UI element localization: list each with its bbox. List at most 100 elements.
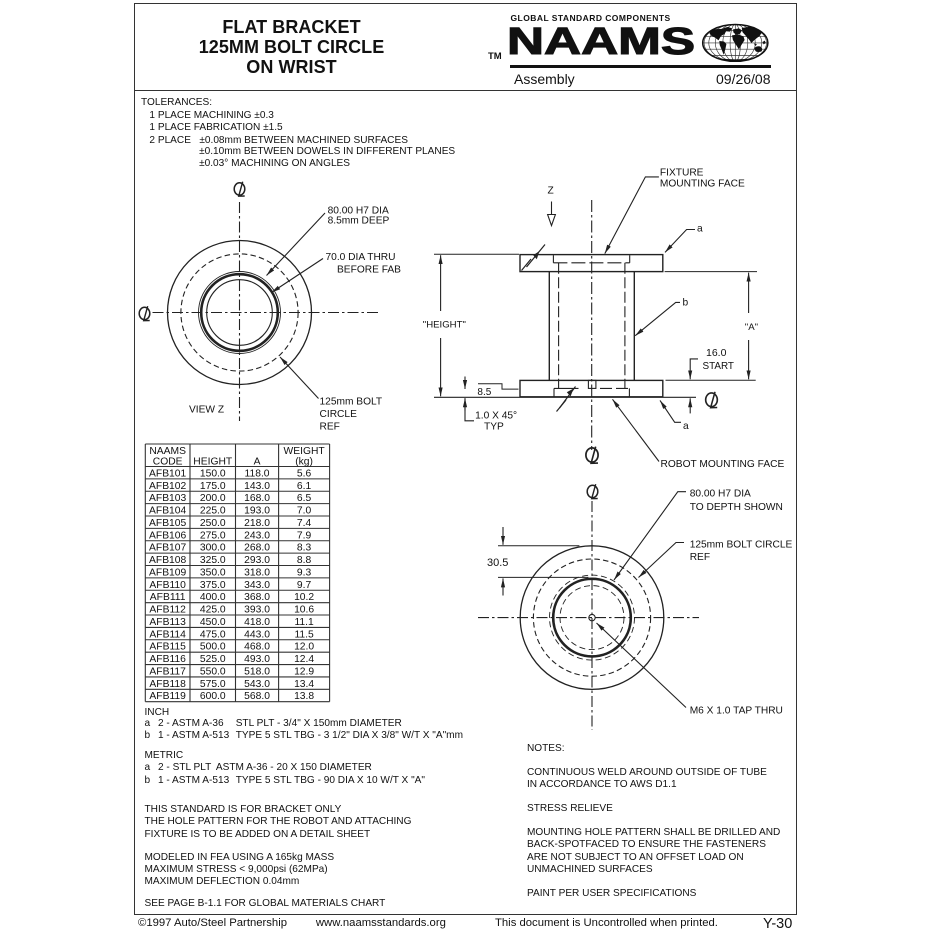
svg-text:568.0: 568.0 (244, 691, 270, 702)
svg-text:518.0: 518.0 (244, 666, 270, 677)
svg-text:AFB115: AFB115 (149, 642, 186, 653)
svg-text:6.1: 6.1 (297, 481, 312, 492)
svg-text:b: b (683, 298, 689, 309)
svg-text:START: START (703, 361, 734, 372)
svg-text:AFB109: AFB109 (149, 567, 186, 578)
svg-text:318.0: 318.0 (244, 567, 270, 578)
svg-text:225.0: 225.0 (200, 506, 226, 517)
svg-text:AFB112: AFB112 (149, 605, 186, 616)
svg-text:REF: REF (320, 421, 340, 432)
svg-text:"HEIGHT": "HEIGHT" (423, 320, 466, 331)
svg-text:368.0: 368.0 (244, 592, 270, 603)
svg-text:AFB106: AFB106 (149, 530, 186, 541)
svg-text:MOUNTING FACE: MOUNTING FACE (660, 179, 745, 190)
svg-text:475.0: 475.0 (200, 629, 226, 640)
svg-text:a: a (683, 421, 689, 432)
svg-text:300.0: 300.0 (200, 543, 226, 554)
svg-text:VIEW Z: VIEW Z (189, 404, 224, 415)
svg-text:7.4: 7.4 (297, 518, 312, 529)
svg-text:8.3: 8.3 (297, 543, 312, 554)
svg-text:AFB110: AFB110 (149, 580, 186, 591)
svg-text:80.00 H7 DIA: 80.00 H7 DIA (328, 205, 389, 216)
svg-text:450.0: 450.0 (200, 617, 226, 628)
svg-text:325.0: 325.0 (200, 555, 226, 566)
svg-text:70.0 DIA THRU: 70.0 DIA THRU (326, 252, 396, 263)
svg-text:CODE: CODE (153, 457, 183, 468)
svg-text:493.0: 493.0 (244, 654, 270, 665)
svg-text:a: a (697, 224, 703, 235)
svg-text:9.3: 9.3 (297, 567, 312, 578)
svg-text:Z: Z (548, 185, 554, 196)
svg-text:143.0: 143.0 (244, 481, 270, 492)
svg-text:AFB105: AFB105 (149, 518, 186, 529)
svg-text:7.9: 7.9 (297, 530, 312, 541)
svg-text:A: A (254, 457, 261, 468)
svg-text:6.5: 6.5 (297, 493, 312, 504)
svg-text:ROBOT MOUNTING FACE: ROBOT MOUNTING FACE (661, 459, 785, 470)
svg-text:AFB101: AFB101 (149, 468, 186, 479)
svg-text:425.0: 425.0 (200, 605, 226, 616)
svg-text:193.0: 193.0 (244, 506, 270, 517)
svg-text:AFB116: AFB116 (149, 654, 186, 665)
svg-text:175.0: 175.0 (200, 481, 226, 492)
svg-text:350.0: 350.0 (200, 567, 226, 578)
svg-text:1.0 X 45°: 1.0 X 45° (475, 410, 517, 421)
svg-text:11.1: 11.1 (294, 617, 314, 628)
svg-text:M6 X 1.0 TAP THRU: M6 X 1.0 TAP THRU (690, 705, 783, 716)
svg-text:443.0: 443.0 (244, 629, 270, 640)
svg-text:AFB117: AFB117 (149, 666, 186, 677)
svg-text:80.00 H7 DIA: 80.00 H7 DIA (690, 489, 751, 500)
svg-text:400.0: 400.0 (200, 592, 226, 603)
svg-text:13.4: 13.4 (294, 679, 314, 690)
svg-text:275.0: 275.0 (200, 530, 226, 541)
svg-text:BEFORE FAB: BEFORE FAB (337, 265, 401, 276)
svg-text:243.0: 243.0 (244, 530, 270, 541)
svg-text:200.0: 200.0 (200, 493, 226, 504)
svg-text:AFB102: AFB102 (149, 481, 186, 492)
svg-text:13.8: 13.8 (294, 691, 314, 702)
svg-text:"A": "A" (745, 322, 758, 333)
svg-text:7.0: 7.0 (297, 506, 312, 517)
svg-text:268.0: 268.0 (244, 543, 270, 554)
svg-text:AFB118: AFB118 (149, 679, 186, 690)
svg-text:TYP: TYP (484, 421, 504, 432)
svg-text:218.0: 218.0 (244, 518, 270, 529)
svg-text:600.0: 600.0 (200, 691, 226, 702)
svg-text:AFB111: AFB111 (150, 592, 186, 603)
svg-text:AFB107: AFB107 (149, 543, 186, 554)
svg-text:500.0: 500.0 (200, 642, 226, 653)
svg-text:CIRCLE: CIRCLE (320, 409, 358, 420)
svg-text:30.5: 30.5 (487, 557, 508, 569)
svg-text:10.6: 10.6 (294, 605, 314, 616)
svg-text:AFB108: AFB108 (149, 555, 186, 566)
svg-text:NAAMS: NAAMS (149, 446, 186, 457)
svg-text:TO DEPTH SHOWN: TO DEPTH SHOWN (690, 502, 783, 513)
svg-text:9.7: 9.7 (297, 580, 312, 591)
svg-text:250.0: 250.0 (200, 518, 226, 529)
svg-text:150.0: 150.0 (200, 468, 226, 479)
svg-text:8.5mm DEEP: 8.5mm DEEP (328, 215, 390, 226)
svg-text:468.0: 468.0 (244, 642, 270, 653)
svg-text:10.2: 10.2 (294, 592, 314, 603)
svg-text:AFB113: AFB113 (149, 617, 186, 628)
svg-text:REF: REF (690, 552, 710, 563)
svg-text:5.6: 5.6 (297, 468, 312, 479)
svg-text:118.0: 118.0 (245, 468, 270, 479)
svg-text:16.0: 16.0 (706, 347, 727, 359)
svg-text:AFB114: AFB114 (149, 629, 186, 640)
svg-text:AFB104: AFB104 (149, 506, 186, 517)
svg-text:HEIGHT: HEIGHT (193, 457, 233, 468)
svg-text:575.0: 575.0 (200, 679, 226, 690)
svg-text:(kg): (kg) (295, 457, 313, 468)
svg-text:12.4: 12.4 (294, 654, 314, 665)
svg-text:550.0: 550.0 (200, 666, 226, 677)
svg-text:12.0: 12.0 (294, 642, 314, 653)
svg-text:WEIGHT: WEIGHT (284, 446, 326, 457)
svg-text:125mm BOLT CIRCLE: 125mm BOLT CIRCLE (690, 540, 793, 551)
svg-text:168.0: 168.0 (244, 493, 270, 504)
svg-text:293.0: 293.0 (244, 555, 270, 566)
svg-text:393.0: 393.0 (244, 605, 270, 616)
svg-text:125mm BOLT: 125mm BOLT (320, 396, 383, 407)
svg-text:AFB119: AFB119 (149, 691, 186, 702)
svg-text:8.8: 8.8 (297, 555, 312, 566)
